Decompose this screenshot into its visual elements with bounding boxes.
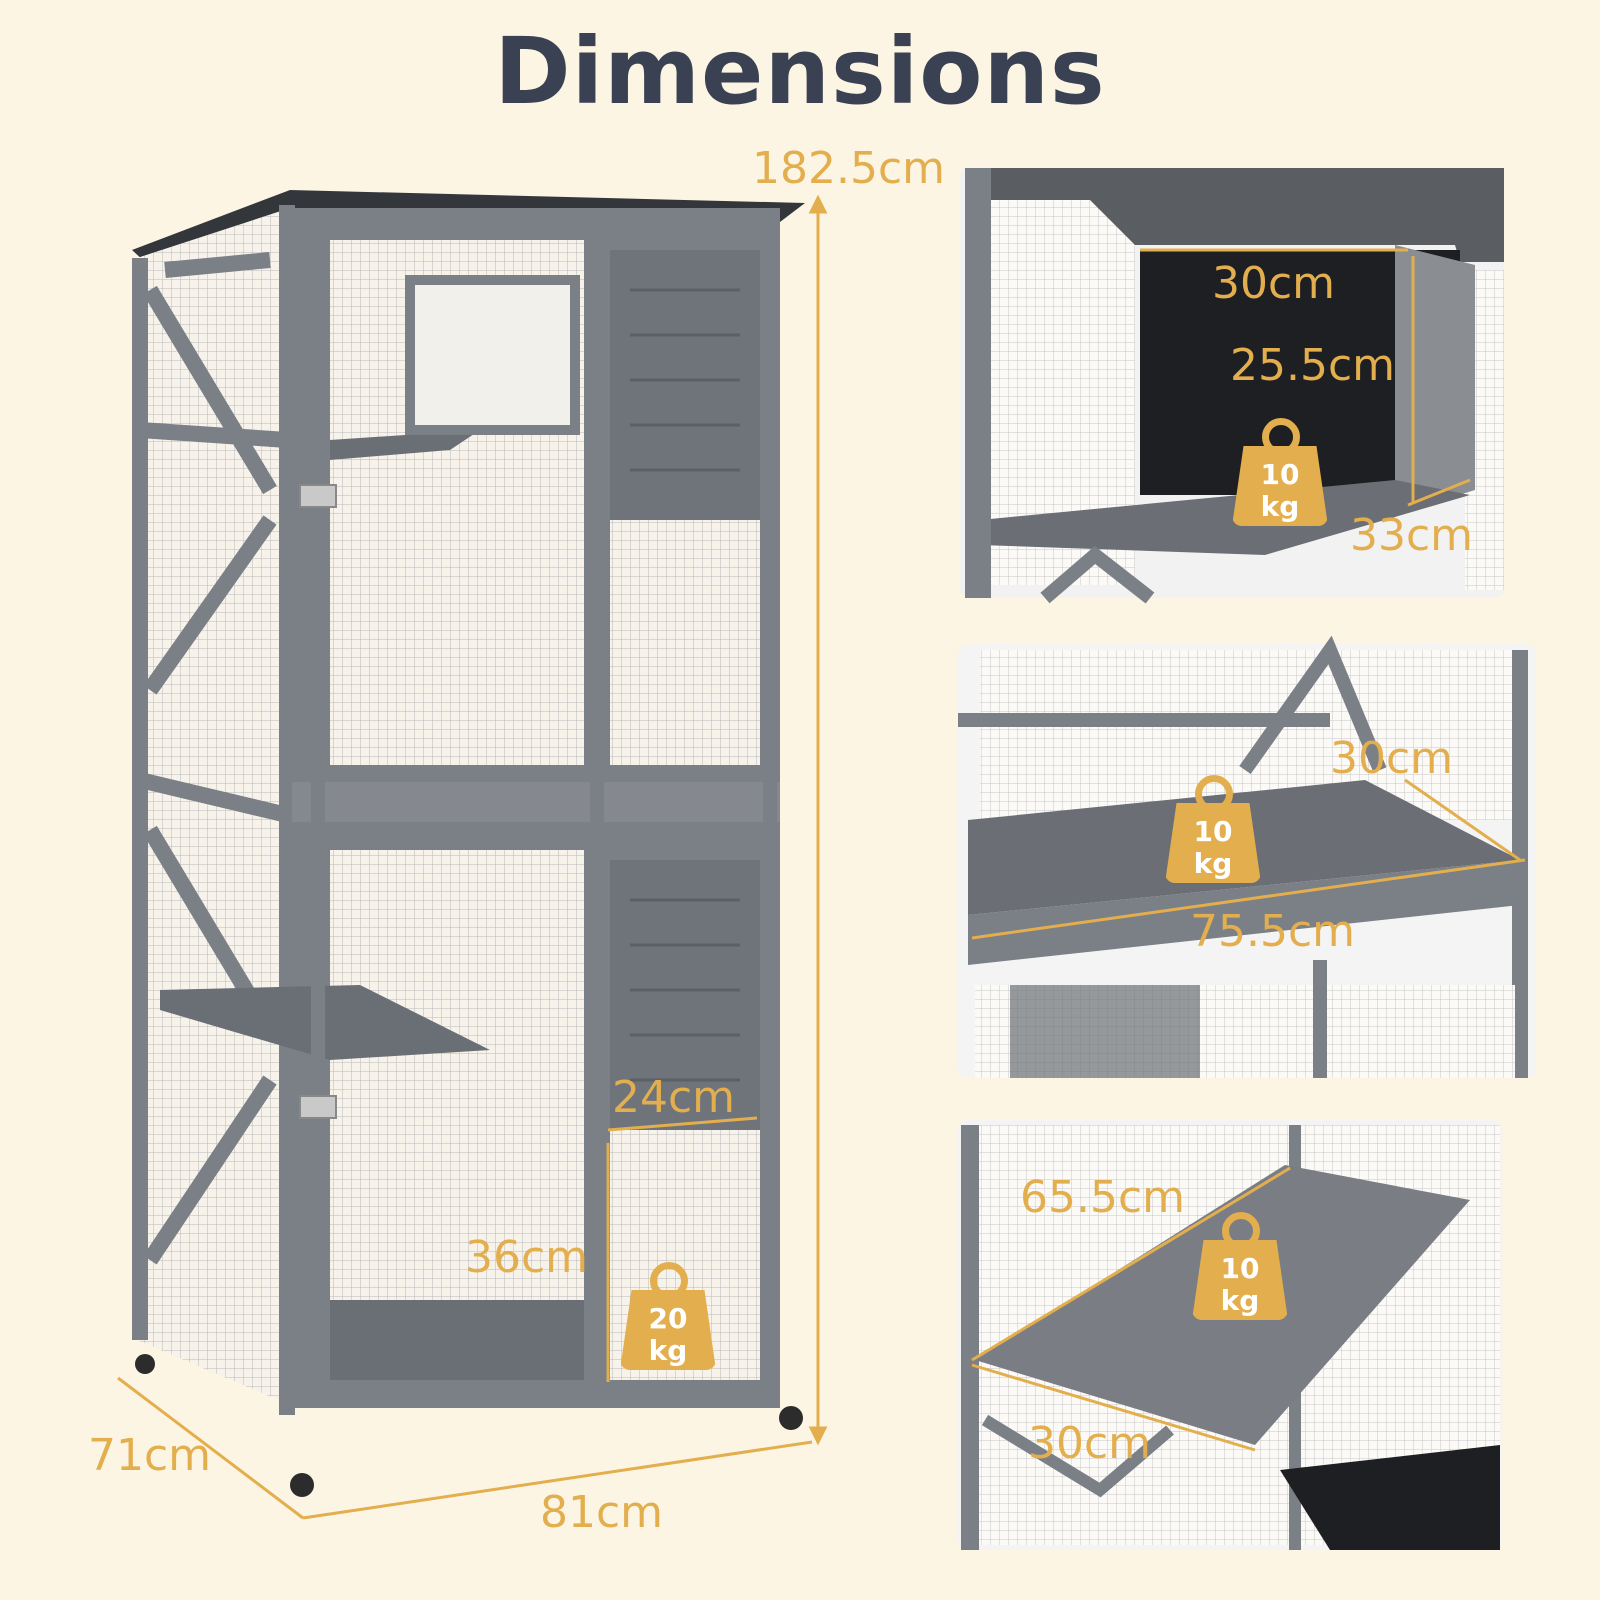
door-height-label: 36cm [465, 1232, 589, 1283]
depth-label: 71cm [88, 1430, 212, 1481]
hanging-shelf-width-label: 30cm [1028, 1418, 1152, 1469]
weight-unit: kg [648, 1334, 688, 1367]
page-title: Dimensions [494, 18, 1106, 125]
lower-door-mesh [330, 850, 584, 1380]
weight-value: 10 [1193, 815, 1233, 848]
panel-hideout-image [960, 168, 1504, 604]
hideout-depth-label: 33cm [1350, 510, 1474, 561]
hideout-width-label: 30cm [1212, 258, 1336, 309]
door-width-label: 24cm [612, 1072, 736, 1123]
width-label: 81cm [540, 1487, 664, 1538]
shelf-depth-label: 30cm [1330, 733, 1454, 784]
height-label: 182.5cm [752, 143, 946, 194]
upper-vent [610, 250, 760, 520]
hanging-shelf-length-label: 65.5cm [1020, 1172, 1186, 1223]
weight-icon: 10 kg [1165, 775, 1261, 883]
weight-value: 10 [1260, 458, 1300, 491]
weight-icon: 10 kg [1192, 1212, 1288, 1320]
weight-unit: kg [1193, 847, 1233, 880]
weight-unit: kg [1220, 1284, 1260, 1317]
hideout-height-label: 25.5cm [1230, 340, 1396, 391]
panel-hanging-shelf-image [958, 1120, 1502, 1550]
weight-value: 20 [648, 1302, 688, 1335]
lower-vent [610, 860, 760, 1130]
weight-unit: kg [1260, 490, 1300, 523]
shelf-width-label: 75.5cm [1190, 906, 1356, 957]
weight-value: 10 [1220, 1252, 1260, 1285]
weight-icon: 10 kg [1232, 418, 1328, 526]
weight-icon: 20 kg [620, 1262, 716, 1370]
